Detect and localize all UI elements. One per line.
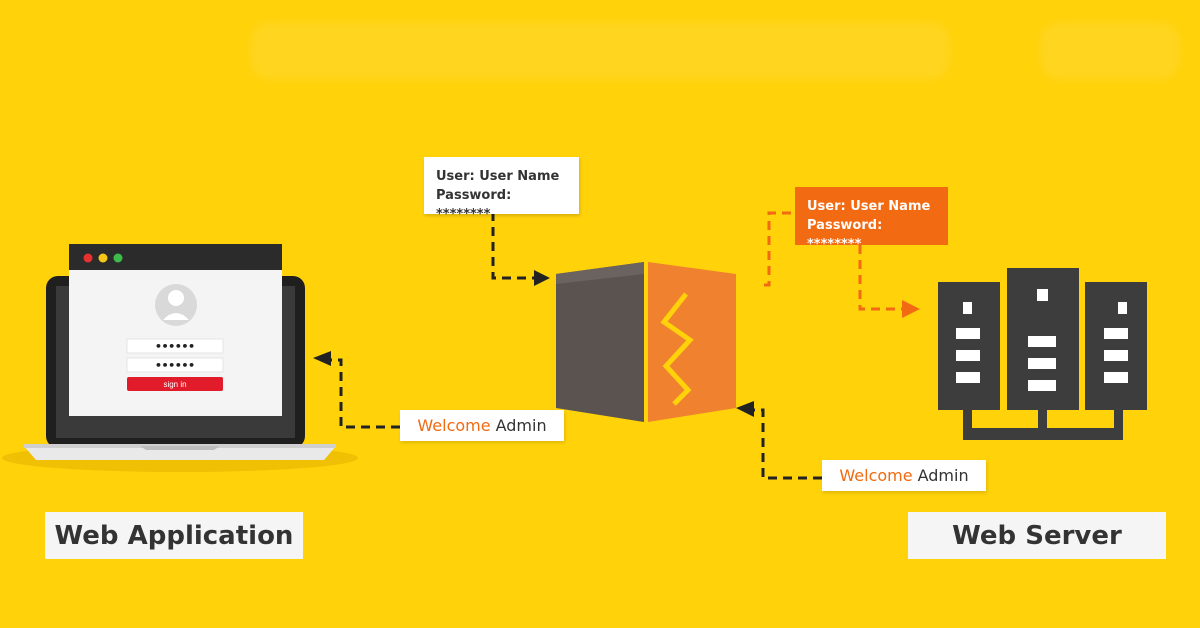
maximize-dot-icon (113, 253, 123, 263)
server-welcome-word: Welcome (839, 466, 913, 485)
server-welcome-box: Welcome Admin (822, 460, 986, 491)
arrow-credentials-to-server (858, 245, 904, 311)
client-credentials-box: User: User Name Password: ******** (424, 157, 579, 222)
client-admin-word: Admin (495, 416, 547, 435)
sign-in-button-label[interactable]: sign in (163, 380, 186, 389)
background-blur-bar-small (1040, 22, 1180, 80)
web-server-label: Web Server (908, 512, 1166, 559)
password-field-2[interactable]: •••••• (155, 359, 195, 372)
arrow-firewall-to-credentials-box (764, 211, 794, 287)
minimize-dot-icon (98, 253, 108, 263)
arrow-credentials-to-firewall (491, 212, 536, 280)
forwarded-credentials-user: User: User Name (807, 199, 931, 214)
server-rack-icon (938, 268, 1147, 440)
web-application-label: Web Application (45, 512, 303, 559)
client-welcome-word: Welcome (417, 416, 491, 435)
sign-in-button-shape (127, 377, 223, 391)
forwarded-credentials-password: Password: ******** (807, 218, 883, 252)
client-credentials-user: User: User Name (436, 169, 560, 184)
forwarded-credentials-box: User: User Name Password: ******** (795, 187, 948, 252)
server-admin-word: Admin (917, 466, 969, 485)
client-credentials-password: Password: ******** (436, 188, 512, 222)
password-field-1[interactable]: •••••• (155, 340, 195, 353)
arrow-response-to-laptop (330, 358, 400, 429)
browser-window (69, 244, 282, 416)
close-dot-icon (83, 253, 93, 263)
arrow-server-response-to-firewall (752, 408, 822, 480)
client-welcome-box: Welcome Admin (400, 410, 564, 441)
background-blur-bar (250, 22, 950, 80)
firewall-icon (556, 262, 736, 422)
